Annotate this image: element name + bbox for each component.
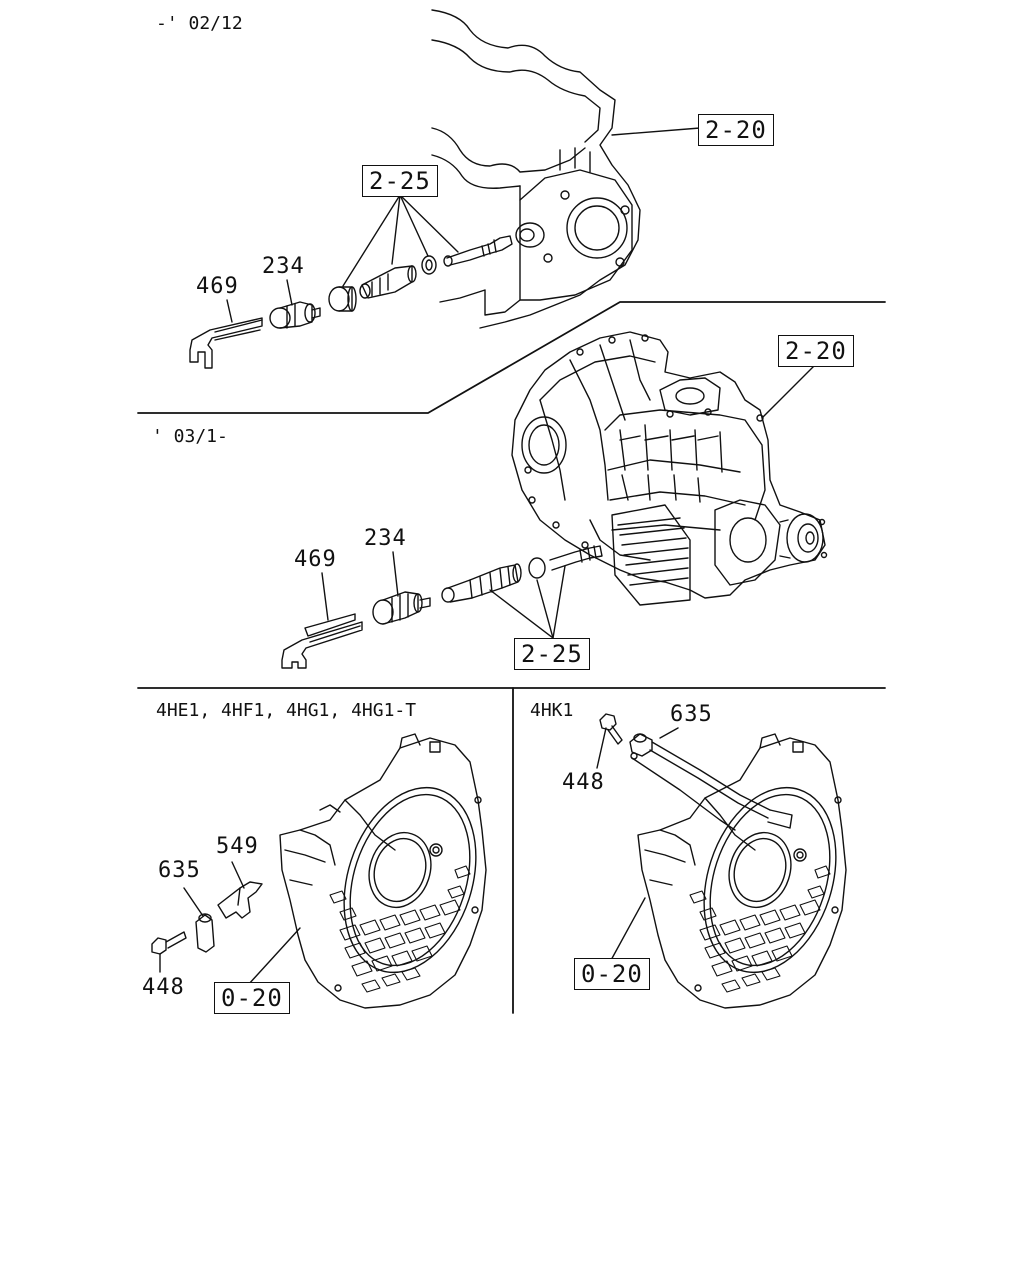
mid-date-range: ' 03/1- xyxy=(152,426,228,447)
left-honeycomb xyxy=(329,865,471,993)
part-number-left-bracket[interactable]: 549 xyxy=(216,834,259,859)
ref-box-top-speedometer[interactable]: 2-25 xyxy=(362,165,438,197)
right-honeycomb xyxy=(689,865,831,993)
ref-box-left-housing[interactable]: 0-20 xyxy=(214,982,290,1014)
part-number-mid-clip[interactable]: 469 xyxy=(294,547,337,572)
left-flywheel-housing xyxy=(247,733,487,1009)
section-dividers xyxy=(137,301,886,1014)
part-number-left-bolt[interactable]: 448 xyxy=(142,975,185,1000)
divider-top-diagonal xyxy=(137,301,886,414)
part-number-mid-sensor[interactable]: 234 xyxy=(364,526,407,551)
mid-transmission-assembly xyxy=(511,331,828,606)
top-transmission-case xyxy=(431,9,701,329)
ref-box-mid-speedometer[interactable]: 2-25 xyxy=(514,638,590,670)
mid-exploded-parts xyxy=(281,545,603,669)
part-number-right-bolt[interactable]: 448 xyxy=(562,770,605,795)
ref-box-mid-transmission[interactable]: 2-20 xyxy=(778,335,854,367)
left-sensor-parts xyxy=(151,861,263,973)
ref-box-right-housing[interactable]: 0-20 xyxy=(574,958,650,990)
right-sensor-parts xyxy=(596,713,793,831)
engine-group-b-label: 4HK1 xyxy=(530,700,574,721)
part-number-right-sensor[interactable]: 635 xyxy=(670,702,713,727)
part-number-top-sensor[interactable]: 234 xyxy=(262,254,305,279)
ref-box-top-transmission[interactable]: 2-20 xyxy=(698,114,774,146)
top-date-range: -' 02/12 xyxy=(156,13,243,34)
engine-group-a-label: 4HE1, 4HF1, 4HG1, 4HG1-T xyxy=(156,700,417,721)
part-number-left-sensor[interactable]: 635 xyxy=(158,858,201,883)
right-flywheel-housing xyxy=(609,733,847,1009)
top-exploded-parts xyxy=(189,194,513,369)
part-number-top-clip[interactable]: 469 xyxy=(196,274,239,299)
